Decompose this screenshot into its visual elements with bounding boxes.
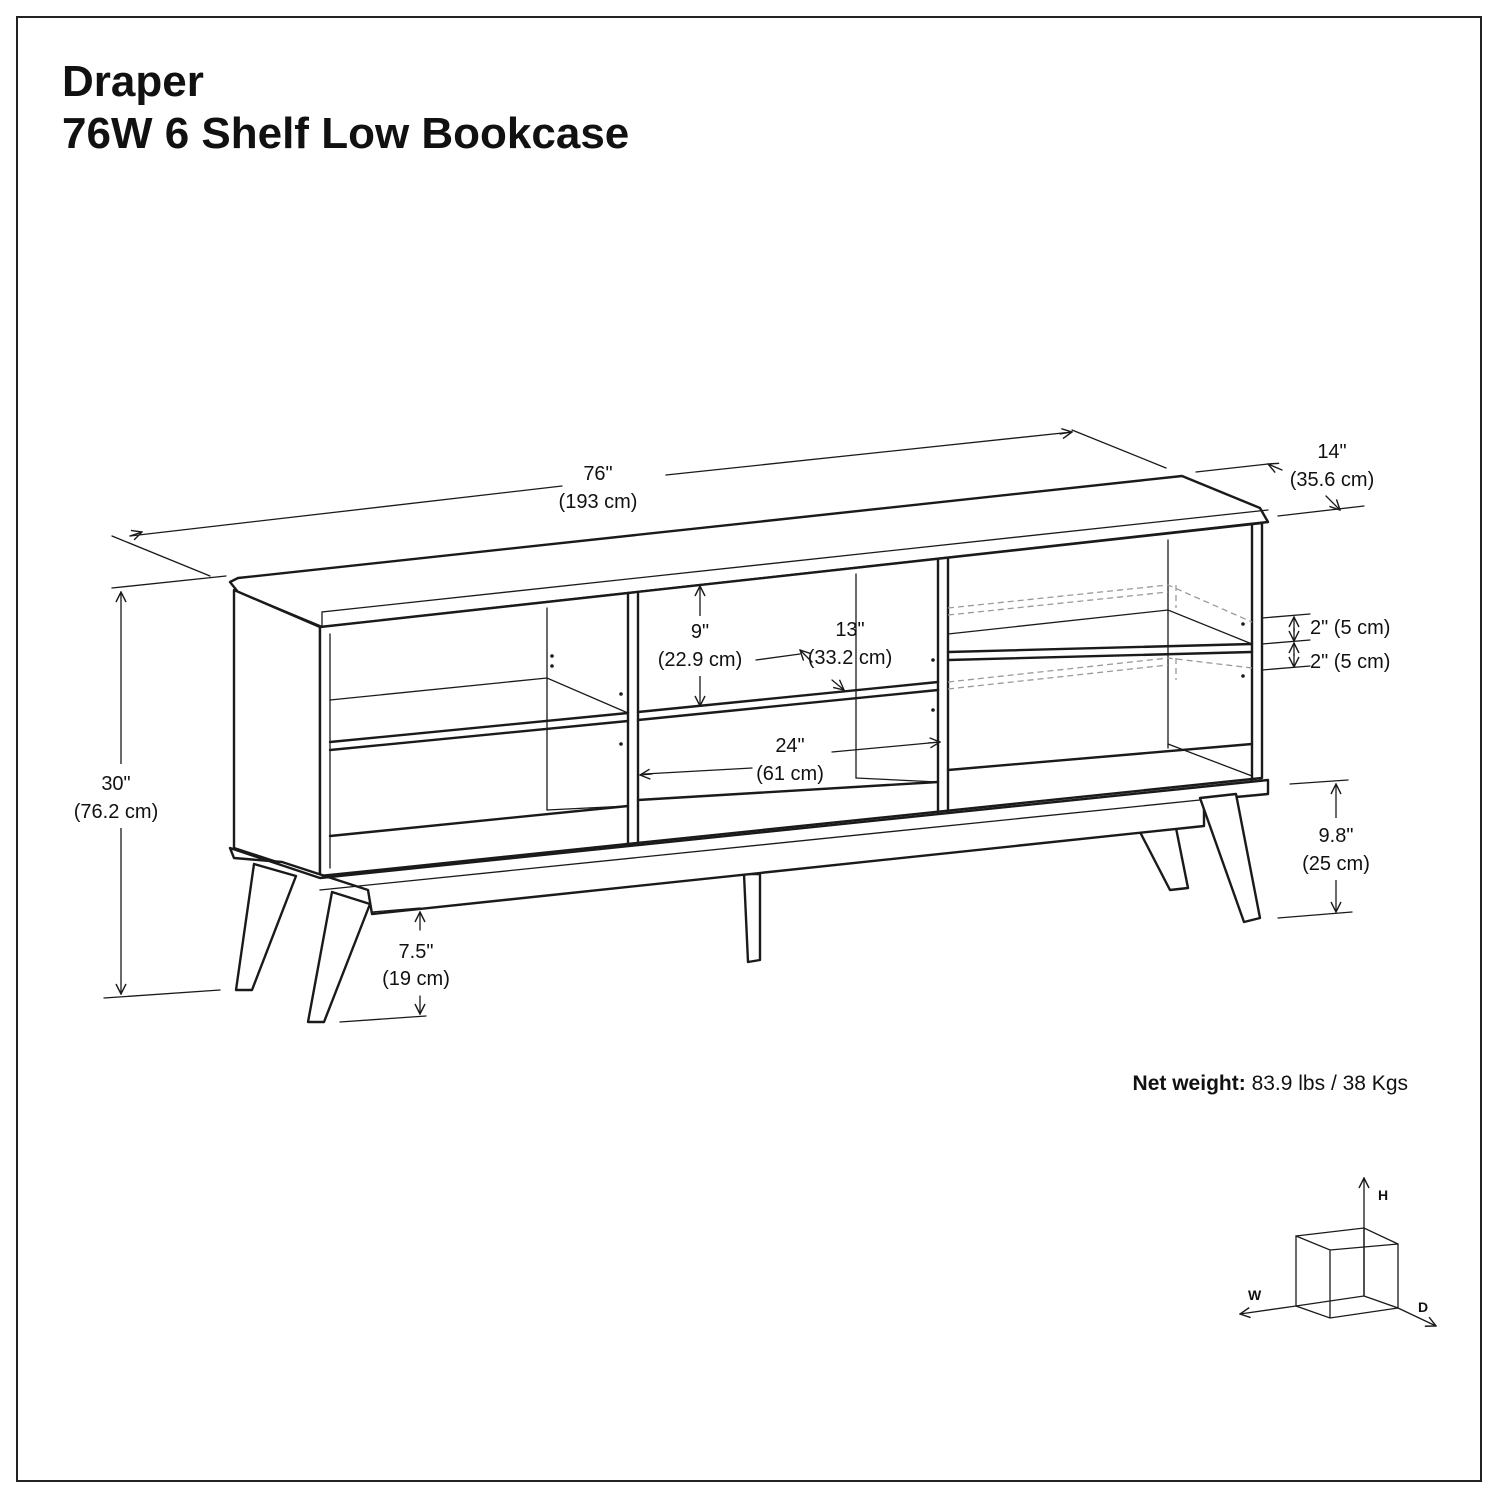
shelf-width-metric: (61 cm) — [756, 763, 824, 785]
width-metric: (193 cm) — [559, 491, 638, 513]
depth-metric: (35.6 cm) — [1290, 469, 1374, 491]
left-side-panel — [232, 588, 322, 878]
axis-label-height: H — [1378, 1187, 1388, 1203]
front-legs — [234, 792, 1262, 1024]
dashed-shelf-positions — [947, 584, 1253, 690]
shelf-depth-imperial: 13" — [835, 619, 864, 641]
axis-label-width: W — [1248, 1287, 1262, 1303]
leg-height-imperial: 9.8" — [1319, 825, 1354, 847]
height-metric: (76.2 cm) — [74, 801, 158, 823]
bookcase-drawing — [228, 474, 1270, 1024]
shelf-adjust-lower: 2" (5 cm) — [1310, 651, 1390, 673]
shelf-adjust-upper: 2" (5 cm) — [1310, 617, 1390, 639]
height-imperial: 30" — [101, 773, 130, 795]
dimension-labels: 76" (193 cm) 14" (35.6 cm) 30" (76.2 cm)… — [74, 441, 1391, 990]
net-weight-label: Net weight: — [1132, 1072, 1246, 1095]
base-apron — [228, 778, 1270, 916]
axis-cube-icon: H W D — [1240, 1178, 1436, 1326]
leg-height-metric: (25 cm) — [1302, 853, 1370, 875]
shelf-height-imperial: 9" — [691, 621, 709, 643]
dimension-lines — [60, 430, 1382, 1023]
product-title: Draper 76W 6 Shelf Low Bookcase — [62, 56, 629, 160]
shelves — [328, 609, 1254, 838]
shelf-pin-holes — [550, 622, 1245, 746]
product-name: Draper — [62, 57, 204, 106]
front-face — [318, 521, 1264, 878]
depth-imperial: 14" — [1317, 441, 1346, 463]
product-model: 76W 6 Shelf Low Bookcase — [62, 109, 630, 158]
leg-clearance-metric: (19 cm) — [382, 968, 450, 990]
net-weight: Net weight: 83.9 lbs / 38 Kgs — [1133, 1072, 1408, 1096]
axis-label-depth: D — [1418, 1299, 1428, 1315]
width-imperial: 76" — [583, 463, 612, 485]
back-legs — [742, 826, 1190, 964]
leg-clearance-imperial: 7.5" — [399, 941, 434, 963]
net-weight-value: 83.9 lbs / 38 Kgs — [1251, 1072, 1408, 1095]
shelf-depth-metric: (33.2 cm) — [808, 647, 892, 669]
image-frame — [16, 16, 1482, 1482]
shelf-width-imperial: 24" — [775, 735, 804, 757]
shelf-height-metric: (22.9 cm) — [658, 649, 742, 671]
